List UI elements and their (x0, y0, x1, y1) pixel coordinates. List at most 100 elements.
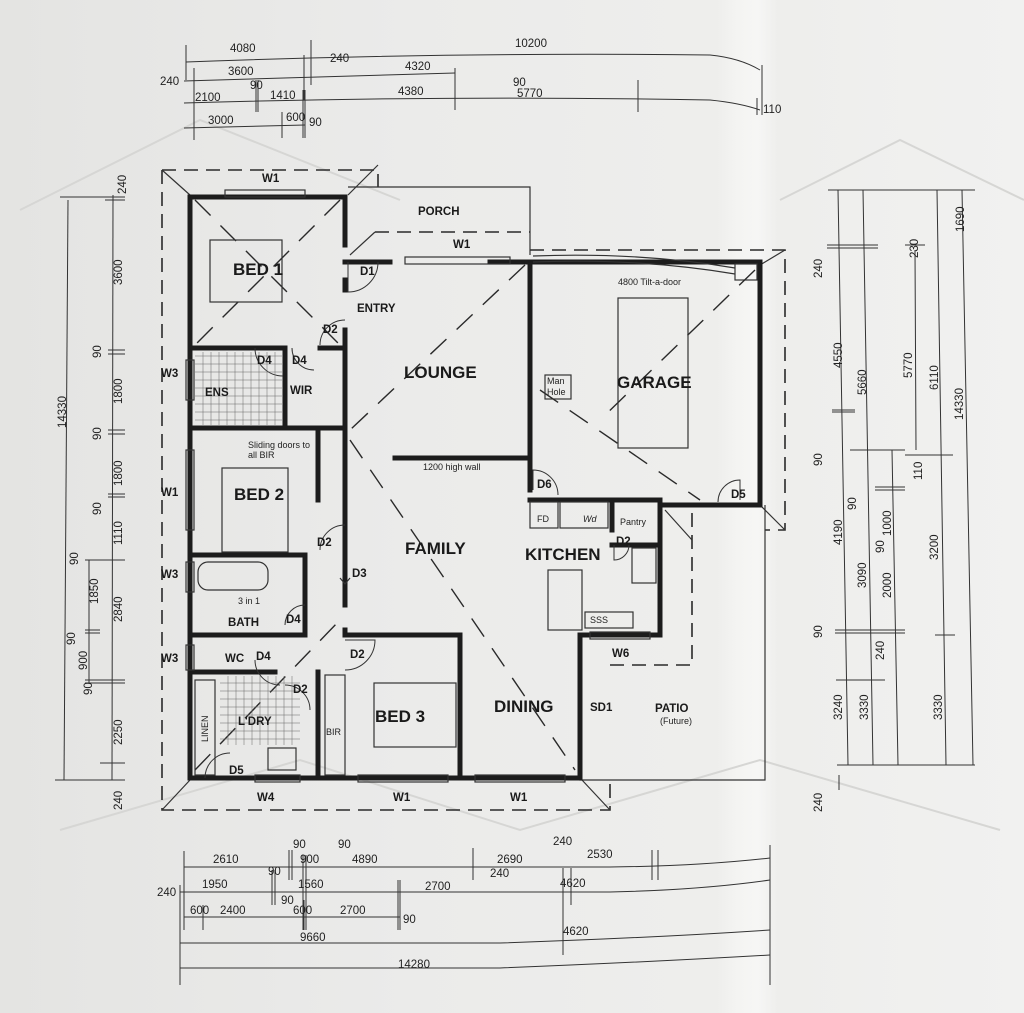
dim-right: 3200 (929, 534, 941, 560)
window-w1-bed2: W1 (161, 487, 179, 499)
dim-top: 600 (286, 112, 305, 124)
dim-left: 90 (92, 502, 104, 515)
room-bed1: BED 1 (233, 260, 283, 279)
dim-bottom: 900 (300, 854, 319, 866)
room-entry: ENTRY (357, 303, 396, 315)
porch-area (348, 186, 531, 256)
door-d1: D1 (360, 266, 375, 278)
window-w1-bed1: W1 (262, 173, 280, 185)
patio-area (579, 505, 766, 781)
dim-bottom: 90 (338, 839, 351, 851)
dim-bottom: 2700 (340, 905, 366, 917)
room-bed3: BED 3 (375, 707, 425, 726)
dim-left: 3600 (113, 259, 125, 285)
dimensions-top: 4080 240 10200 240 3600 4320 90 2100 90 … (160, 38, 781, 140)
dim-left: 900 (78, 651, 90, 670)
car (617, 297, 689, 449)
dim-right: 3240 (833, 694, 845, 720)
dim-right: 90 (813, 625, 825, 638)
room-patio: PATIO (655, 703, 688, 715)
room-lounge: LOUNGE (404, 363, 477, 382)
dim-right: 6110 (929, 365, 941, 390)
dim-bottom: 90 (268, 866, 281, 878)
dim-left: 1110 (113, 521, 125, 545)
linen-cupboard (194, 679, 216, 776)
dim-bottom: 90 (281, 895, 294, 907)
dim-right: 240 (813, 793, 825, 812)
dim-bottom: 90 (403, 914, 416, 926)
dim-bottom: 4890 (352, 854, 378, 866)
window-w1-bed3: W1 (393, 792, 411, 804)
dim-right: 230 (909, 239, 921, 258)
window-w1-porch: W1 (453, 239, 471, 251)
dim-right: 110 (913, 462, 925, 480)
sink (584, 611, 634, 629)
dim-left: 240 (117, 175, 129, 194)
dim-right: 240 (875, 641, 887, 660)
dimensions-bottom: 2610 90 900 90 4890 2690 240 2530 240 19… (157, 836, 771, 985)
dim-bottom: 4620 (560, 878, 586, 890)
note-fd: FD (537, 514, 549, 524)
dimensions-left: 14330 240 3600 90 1800 90 1800 90 1110 9… (55, 175, 129, 810)
cooktop (631, 547, 657, 584)
dim-left: 1800 (113, 460, 125, 486)
dim-right: 90 (813, 453, 825, 466)
bed2-bed (221, 467, 289, 553)
dim-top: 4380 (398, 86, 424, 98)
dim-right: 2000 (882, 572, 894, 598)
eaves-outline (161, 164, 786, 811)
dim-top: 90 (250, 80, 263, 92)
door-d2-bed2: D2 (317, 537, 332, 549)
background-elevation (19, 118, 1024, 832)
window-w3-wc: W3 (161, 653, 178, 665)
window-w4: W4 (257, 792, 275, 804)
dim-top: 4320 (405, 61, 431, 73)
wet-area-tiles (195, 352, 300, 745)
room-ens: ENS (205, 387, 229, 399)
room-bir: BIR (326, 727, 342, 737)
dim-left: 2840 (113, 596, 125, 622)
dim-left: 1800 (113, 378, 125, 404)
door-d6: D6 (537, 479, 552, 491)
room-ldry: L'DRY (238, 716, 272, 728)
dim-top: 2100 (195, 92, 221, 104)
sliding-door-sd1: SD1 (590, 702, 613, 714)
room-porch: PORCH (418, 206, 460, 218)
bed1-bed (209, 239, 283, 303)
door-swings (204, 261, 741, 779)
note-high-wall: 1200 high wall (423, 462, 481, 472)
room-labels: BED 1 PORCH ENTRY LOUNGE GARAGE ENS WIR … (200, 206, 692, 742)
note-man-hole-2: Hole (547, 387, 566, 397)
dim-top: 1410 (270, 90, 296, 102)
note-man-hole-1: Man (547, 376, 565, 386)
dim-right: 90 (847, 497, 859, 510)
dim-top: 240 (330, 53, 349, 65)
dim-bottom: 2400 (220, 905, 246, 917)
dim-bottom: 240 (553, 836, 572, 848)
kitchen-island (547, 569, 583, 631)
dim-right: 3090 (857, 562, 869, 588)
door-d5-ldry: D5 (229, 765, 244, 777)
dim-right: 90 (875, 540, 887, 553)
patio-note: (Future) (660, 716, 692, 726)
dim-bottom: 240 (490, 868, 509, 880)
wall-oven-space (559, 501, 609, 529)
dim-top: 10200 (515, 38, 547, 50)
room-wir: WIR (290, 385, 313, 397)
dim-right: 5770 (903, 352, 915, 378)
dim-bottom: 9660 (300, 932, 326, 944)
dim-right: 4550 (833, 342, 845, 368)
door-d4-wir: D4 (292, 355, 307, 367)
dim-top: 5770 (517, 88, 543, 100)
room-pantry: Pantry (620, 517, 647, 527)
dim-top: 90 (309, 117, 322, 129)
window-w6: W6 (612, 648, 629, 660)
dim-bottom: 14280 (398, 959, 430, 971)
dim-bottom: 90 (293, 839, 306, 851)
door-d2-ldry: D2 (293, 684, 308, 696)
dim-right: 1000 (882, 510, 894, 536)
note-sss: SSS (590, 615, 608, 625)
dim-bottom: 600 (293, 905, 312, 917)
dim-right: 3330 (859, 694, 871, 720)
